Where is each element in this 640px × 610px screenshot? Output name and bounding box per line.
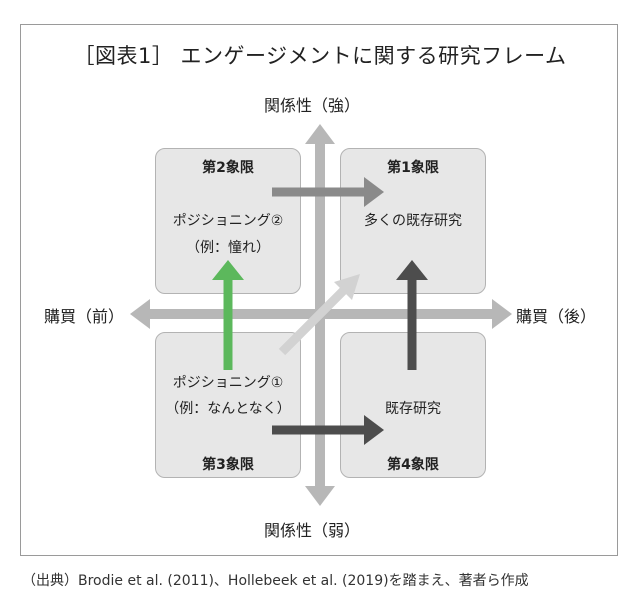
axis-label-right: 購買（後） [516, 307, 597, 326]
axis-label-bottom: 関係性（弱） [264, 521, 361, 540]
quadrant-2-title: 第2象限 [202, 160, 254, 176]
arrow-q2-to-q1 [272, 177, 384, 207]
axis-label-left: 購買（前） [44, 307, 125, 326]
quadrant-2-body-line1: ポジショニング② [172, 213, 284, 229]
quadrant-3-title: 第3象限 [202, 457, 254, 473]
quadrant-2-body-line2: （例：憧れ） [186, 240, 270, 256]
quadrant-1-title: 第1象限 [387, 160, 439, 176]
axis-label-top: 関係性（強） [264, 96, 361, 115]
quadrant-4-title: 第4象限 [387, 457, 439, 473]
quadrant-3-box [155, 332, 301, 478]
quadrant-4-body: 既存研究 [385, 401, 441, 417]
arrow-q3-to-q4 [272, 415, 384, 445]
figure-title: ［図表1］ エンゲージメントに関する研究フレーム [73, 44, 567, 68]
source-note: （出典）Brodie et al. (2011)、Hollebeek et al… [22, 573, 529, 589]
quadrant-3-body-line1: ポジショニング① [172, 375, 284, 391]
arrow-q3-to-q2-green [212, 260, 244, 370]
quadrant-3-body-line2: （例：なんとなく） [165, 401, 291, 417]
quadrant-1-body: 多くの既存研究 [364, 213, 462, 229]
arrow-q3-to-q1-diagonal [278, 274, 360, 356]
arrow-q4-to-q1 [396, 260, 428, 370]
